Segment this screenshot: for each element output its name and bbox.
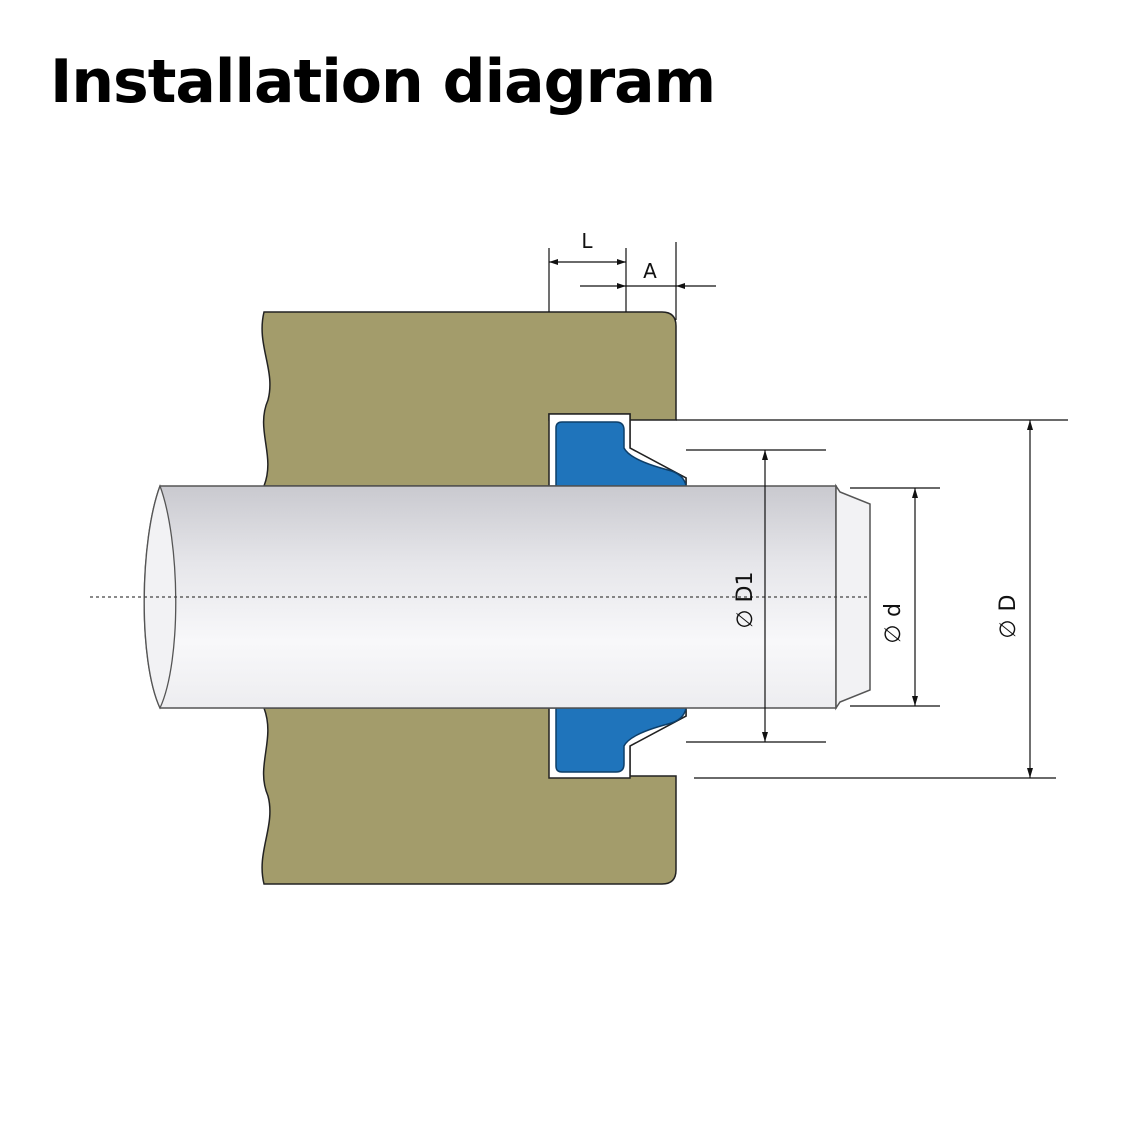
label-D-diameter-symbol: ∅: [996, 619, 1021, 638]
page-title: Installation diagram: [50, 47, 716, 117]
label-d-group: ∅ d: [881, 603, 906, 644]
label-d: d: [881, 603, 906, 617]
label-d-diameter-symbol: ∅: [881, 624, 906, 643]
dimension-D1-arrows: [762, 450, 768, 742]
label-D1-group: ∅ D1: [733, 572, 758, 629]
dimension-d: [850, 487, 940, 707]
label-D1: D1: [733, 572, 758, 603]
label-D: D: [996, 595, 1021, 612]
dimension-L-A: [548, 242, 716, 320]
seal-lower: [555, 707, 687, 773]
dimension-d-arrows: [912, 488, 918, 706]
label-D-group: ∅ D: [996, 595, 1021, 639]
seal-upper: [555, 421, 687, 487]
dimension-arrows-top: [549, 259, 685, 289]
dimension-D1: [686, 449, 826, 743]
rod-break-line: [143, 484, 177, 710]
dimension-D: [676, 419, 1068, 779]
label-L: L: [581, 229, 593, 253]
label-A: A: [643, 259, 657, 283]
label-D1-diameter-symbol: ∅: [733, 609, 758, 628]
dimension-D-arrows: [1027, 420, 1033, 778]
